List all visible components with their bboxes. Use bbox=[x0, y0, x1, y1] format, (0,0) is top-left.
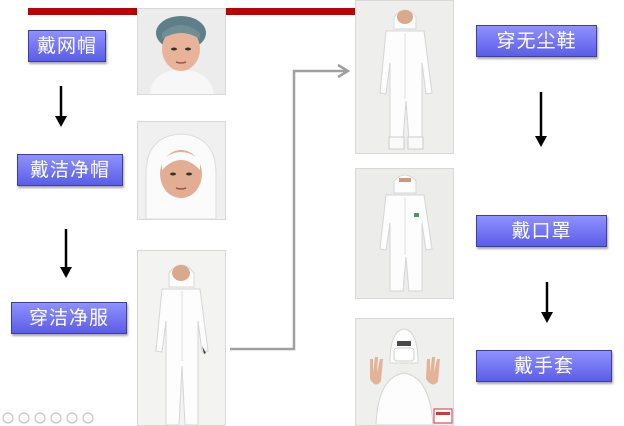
down-arrow-icon bbox=[55, 86, 67, 127]
step-wear-clean-suit: 穿洁净服 bbox=[11, 302, 127, 334]
cleanroom-suit-person-photo bbox=[137, 250, 226, 426]
step-wear-mask: 戴口罩 bbox=[476, 215, 607, 247]
step-wear-clean-hood: 戴洁净帽 bbox=[17, 154, 123, 186]
clean-hood-person-photo bbox=[137, 121, 226, 220]
slide-toolbar bbox=[2, 412, 94, 424]
step-wear-cleanroom-shoes: 穿无尘鞋 bbox=[476, 25, 597, 57]
cleanroom-boots-person-photo bbox=[355, 0, 454, 154]
mask-person-photo bbox=[355, 168, 454, 299]
down-arrow-icon bbox=[60, 229, 72, 278]
hairnet-person-photo bbox=[137, 8, 226, 95]
step-wear-gloves: 戴手套 bbox=[476, 350, 612, 382]
top-accent-bar-middle bbox=[224, 8, 360, 15]
gloves-person-photo bbox=[355, 318, 454, 426]
down-arrow-icon bbox=[535, 92, 547, 147]
down-arrow-icon bbox=[541, 282, 553, 323]
connector-arrow-icon bbox=[230, 63, 351, 351]
top-accent-bar-left bbox=[28, 8, 138, 15]
step-wear-hairnet: 戴网帽 bbox=[28, 30, 106, 62]
